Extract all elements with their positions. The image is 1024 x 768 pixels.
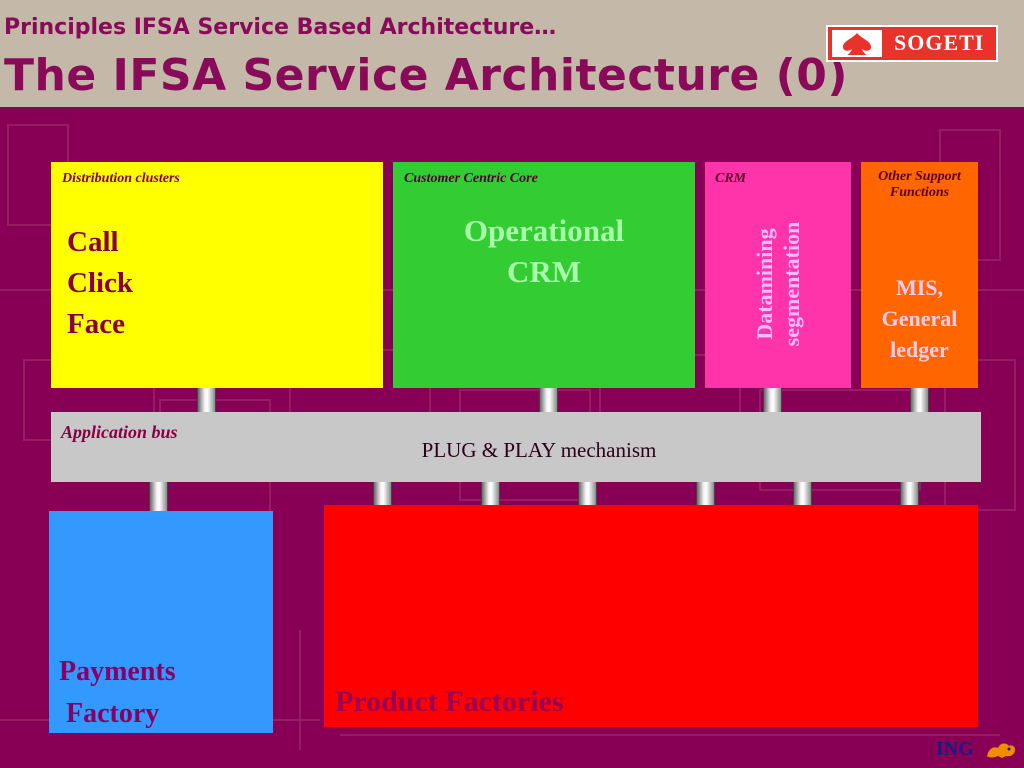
connector: [578, 482, 597, 505]
mis-general-ledger-text: MIS, General ledger: [861, 272, 978, 365]
payments-factory-label: Payments Factory: [59, 656, 176, 729]
ing-logo-text: ING: [936, 738, 974, 760]
channel-call: Call: [67, 226, 119, 258]
channel-face: Face: [67, 308, 125, 340]
datamining-segmentation-text: Datamining segmentation: [751, 222, 805, 347]
datamining-line: Datamining: [752, 228, 777, 340]
connector: [763, 388, 782, 412]
product-factories-box: Product Factories: [324, 505, 978, 727]
connector: [149, 482, 168, 511]
connector: [793, 482, 812, 505]
other-support-functions-box: Other Support Functions MIS, General led…: [861, 162, 978, 388]
segmentation-line: segmentation: [779, 221, 804, 347]
connector: [481, 482, 500, 505]
channel-click: Click: [67, 267, 134, 299]
mis-line: MIS,: [895, 275, 944, 300]
slide-title: The IFSA Service Architecture (0): [4, 50, 848, 101]
connector: [696, 482, 715, 505]
connector: [910, 388, 929, 412]
slide-subtitle: Principles IFSA Service Based Architectu…: [4, 15, 557, 40]
application-bus: Application bus PLUG & PLAY mechanism: [51, 412, 981, 482]
operational-crm-text: Operational CRM: [393, 210, 695, 292]
lion-icon: [987, 743, 1016, 758]
distribution-clusters-label: Distribution clusters: [62, 171, 180, 186]
channel-list: Call Click Face: [67, 222, 133, 345]
customer-centric-core-box: Customer Centric Core Operational CRM: [393, 162, 695, 388]
connector: [373, 482, 392, 505]
product-factories-label: Product Factories: [335, 685, 564, 718]
logo-text: SOGETI: [894, 30, 985, 55]
header: Principles IFSA Service Based Architectu…: [0, 0, 1024, 110]
crm-line: CRM: [506, 254, 582, 289]
crm-box: CRM Datamining segmentation: [705, 162, 851, 388]
payments-factory-box: Payments Factory: [49, 511, 273, 733]
connector: [900, 482, 919, 505]
operational-line: Operational: [463, 213, 625, 248]
connector: [197, 388, 216, 412]
spade-icon: [832, 30, 882, 57]
other-support-functions-label: Other Support Functions: [878, 169, 961, 200]
crm-label: CRM: [715, 171, 747, 186]
sogeti-logo: SOGETI: [826, 25, 998, 62]
ledger-line: ledger: [890, 337, 949, 362]
plug-and-play-text: PLUG & PLAY mechanism: [421, 438, 657, 462]
connector: [539, 388, 558, 412]
customer-centric-core-label: Customer Centric Core: [404, 171, 538, 186]
distribution-clusters-box: Distribution clusters Call Click Face: [51, 162, 383, 388]
general-line: General: [881, 306, 958, 331]
application-bus-label: Application bus: [61, 422, 178, 442]
